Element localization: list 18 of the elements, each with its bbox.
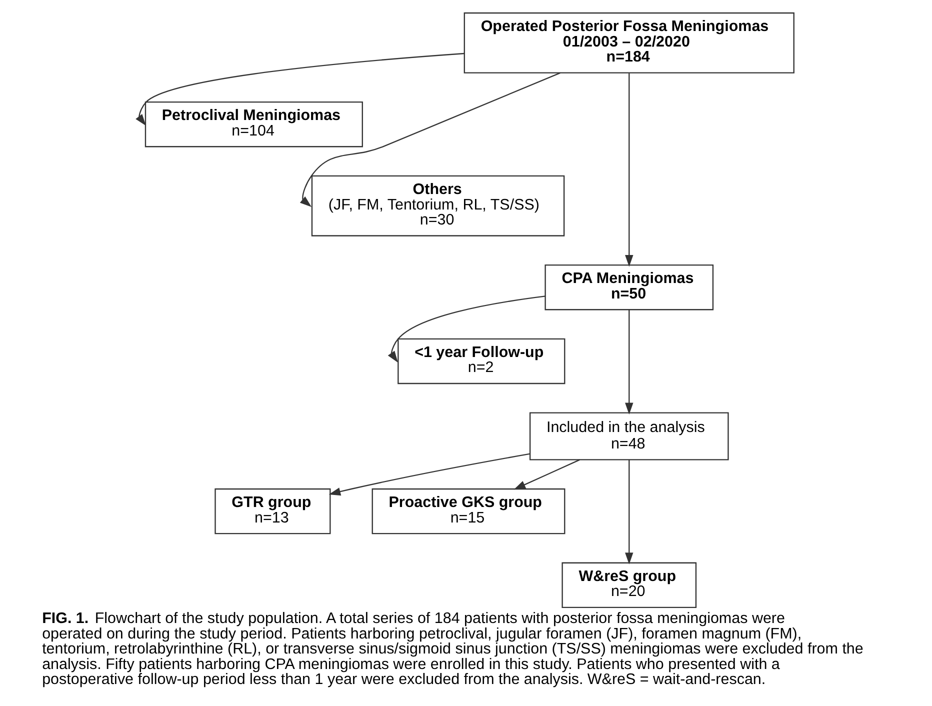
node-box: <1 year Follow-up n=2 xyxy=(397,338,565,384)
arrow xyxy=(328,453,530,496)
node-box: GTR group n=13 xyxy=(214,488,330,534)
arrow xyxy=(624,460,633,564)
node-box: Included in the analysis n=48 xyxy=(528,412,728,460)
node-box: Petroclival Meningiomas n=104 xyxy=(144,102,362,148)
node-box: CPA Meningiomas n=50 xyxy=(544,264,714,310)
node-box: Proactive GKS group n=15 xyxy=(371,488,565,534)
arrow xyxy=(624,73,633,267)
arrow xyxy=(513,459,580,490)
node-box: Others (JF, FM, Tentorium, RL, TS/SS) n=30 xyxy=(310,175,564,236)
node-box: W&reS group n=20 xyxy=(561,562,696,608)
arrow xyxy=(299,72,560,207)
arrow xyxy=(387,296,545,363)
caption: FIG. 1. Flowchart of the study population. A total series of 184 patients with posterior fossa meningiomas were operated on during the study period. Patients harboring petroclival, jugular foramen (JF), foramen magnum (FM), tentorium, retrolabyrinthine (RL), or transverse sinus/sigmoid sinus junction (TS/SS) meningiomas were excluded from the analysis. Fifty patients harboring CPA meningiomas were enrolled in this study. Patients who presented with a postoperative follow-up period less than 1 year were excluded from the analysis. W&reS = wait-and-rescan. xyxy=(42,610,863,688)
arrow xyxy=(624,310,633,415)
node-box: Operated Posterior Fossa Meningiomas 01/2003 – 02/2020 n=184 xyxy=(463,12,794,74)
arrow xyxy=(135,52,464,126)
